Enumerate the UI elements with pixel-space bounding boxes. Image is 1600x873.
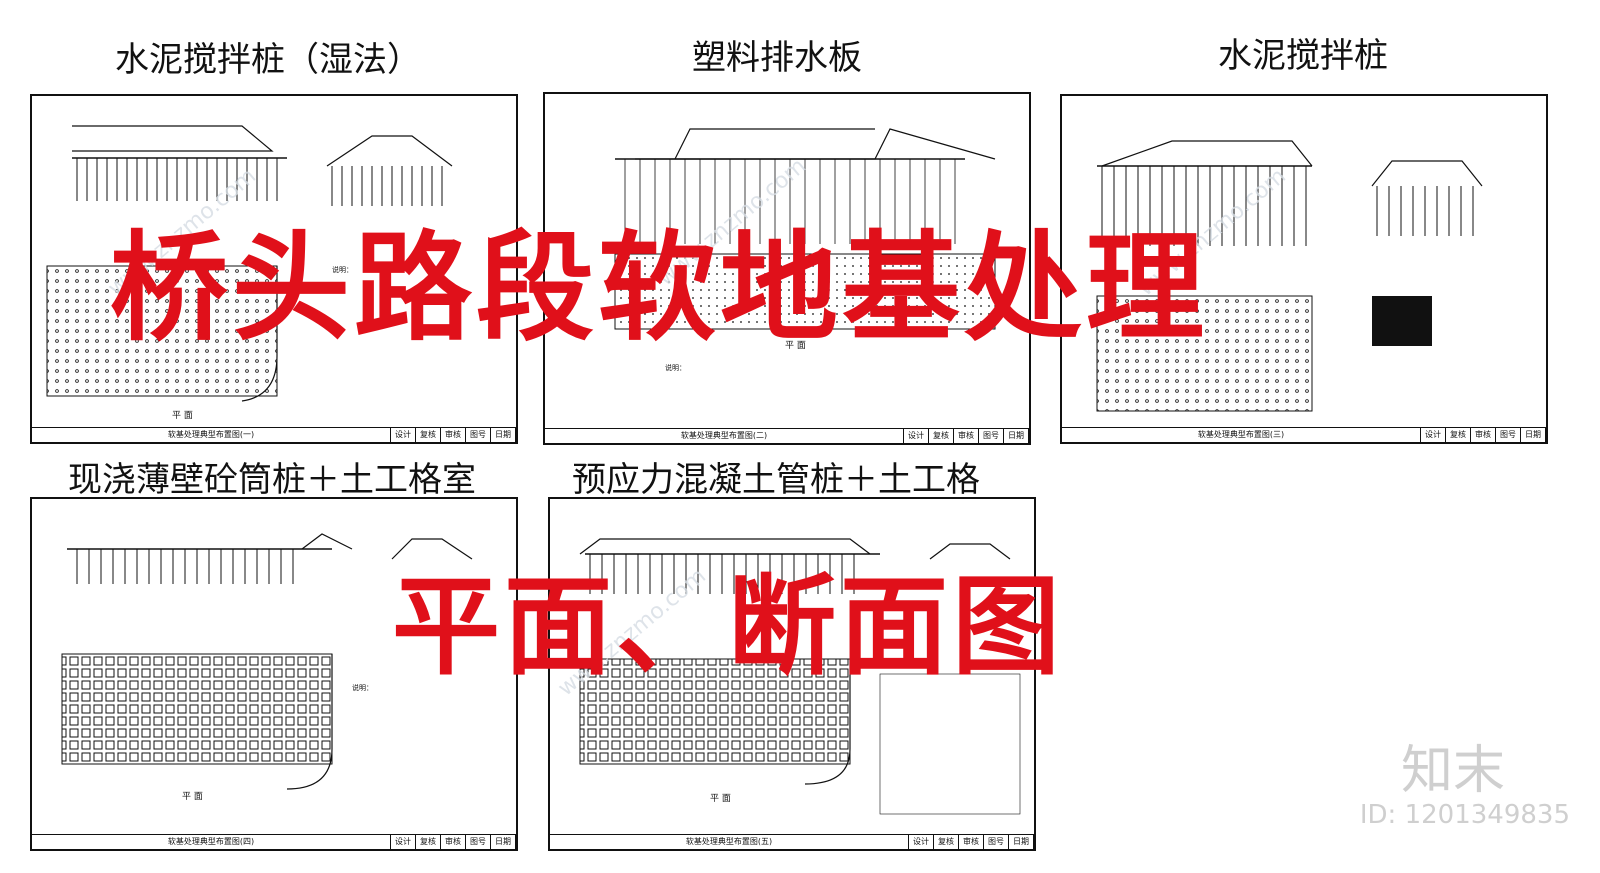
sheet-1-plan-label: 平 面	[172, 411, 193, 421]
overlay-title-line1: 桥头路段软地基处理	[110, 219, 1209, 357]
sheet-3-name: 软基处理典型布置图(三)	[1062, 428, 1421, 442]
sheet-1-titleblock: 软基处理典型布置图(一) 设计 复核 审核 图号 日期	[32, 427, 516, 442]
tb-drawing-no: 图号	[979, 429, 1004, 443]
watermark-logo: 知末	[1400, 741, 1505, 801]
tb-review: 复核	[929, 429, 954, 443]
tb-design: 设计	[1421, 428, 1446, 442]
tb-date: 日期	[491, 835, 516, 849]
tb-drawing-no: 图号	[1496, 428, 1521, 442]
watermark-id: ID: 1201349835	[1359, 800, 1570, 830]
sheet-1-drawing	[46, 125, 453, 402]
sheet-2-titleblock: 软基处理典型布置图(二) 设计 复核 审核 图号 日期	[545, 428, 1029, 443]
tb-design: 设计	[904, 429, 929, 443]
tb-design: 设计	[391, 835, 416, 849]
drawing-sheet-2: 说明： 平 面 软基处理典型布置图(二) 设计 复核 审核 图号 日期	[543, 92, 1031, 445]
tb-check: 审核	[441, 835, 466, 849]
sheet-2-drawing	[614, 128, 996, 330]
sheet-5-drawing	[579, 538, 1021, 815]
sheet-5-plan-label: 平 面	[710, 794, 731, 804]
sheet-3-drawing	[1096, 140, 1483, 412]
tb-drawing-no: 图号	[984, 835, 1009, 849]
sheet-5-name: 软基处理典型布置图(五)	[550, 835, 909, 849]
overlay-title-line2: 平面、断面图	[392, 565, 1065, 690]
drawing-sheet-3: 软基处理典型布置图(三) 设计 复核 审核 图号 日期	[1060, 94, 1548, 444]
tb-drawing-no: 图号	[466, 835, 491, 849]
tb-check: 审核	[1471, 428, 1496, 442]
tb-date: 日期	[1004, 429, 1029, 443]
sheet-2-plan-label: 平 面	[785, 341, 806, 351]
sheet-1-name: 软基处理典型布置图(一)	[32, 428, 391, 442]
tb-drawing-no: 图号	[466, 428, 491, 442]
drawing-sheet-4: 说明： 平 面 软基处理典型布置图(四) 设计 复核 审核 图号 日期	[30, 497, 518, 851]
tb-review: 复核	[1446, 428, 1471, 442]
panel-title-5: 预应力混凝土管桩＋土工格	[572, 460, 980, 500]
drawing-sheet-5: 平 面 软基处理典型布置图(五) 设计 复核 审核 图号 日期	[548, 497, 1036, 851]
tb-design: 设计	[391, 428, 416, 442]
sheet-4-drawing	[61, 533, 473, 790]
sheet-4-name: 软基处理典型布置图(四)	[32, 835, 391, 849]
panel-title-2: 塑料排水板	[692, 38, 862, 78]
tb-review: 复核	[416, 428, 441, 442]
tb-check: 审核	[441, 428, 466, 442]
tb-date: 日期	[1009, 835, 1034, 849]
tb-check: 审核	[959, 835, 984, 849]
sheet-4-plan-label: 平 面	[182, 792, 203, 802]
panel-title-3: 水泥搅拌桩	[1218, 36, 1388, 76]
sheet-4-titleblock: 软基处理典型布置图(四) 设计 复核 审核 图号 日期	[32, 834, 516, 849]
drawing-sheet-1: 说明： 平 面 软基处理典型布置图(一) 设计 复核 审核 图号 日期	[30, 94, 518, 444]
tb-review: 复核	[416, 835, 441, 849]
panel-title-4: 现浇薄壁砼筒桩＋土工格室	[68, 460, 476, 500]
sheet-4-notes-head: 说明：	[352, 684, 373, 692]
sheet-1-notes-head: 说明：	[332, 266, 353, 274]
tb-design: 设计	[909, 835, 934, 849]
tb-check: 审核	[954, 429, 979, 443]
sheet-3-titleblock: 软基处理典型布置图(三) 设计 复核 审核 图号 日期	[1062, 427, 1546, 442]
sheet-5-titleblock: 软基处理典型布置图(五) 设计 复核 审核 图号 日期	[550, 834, 1034, 849]
tb-review: 复核	[934, 835, 959, 849]
tb-date: 日期	[1521, 428, 1546, 442]
sheet-2-notes-head: 说明：	[665, 364, 686, 372]
panel-title-1: 水泥搅拌桩（湿法）	[115, 40, 421, 80]
sheet-2-name: 软基处理典型布置图(二)	[545, 429, 904, 443]
tb-date: 日期	[491, 428, 516, 442]
